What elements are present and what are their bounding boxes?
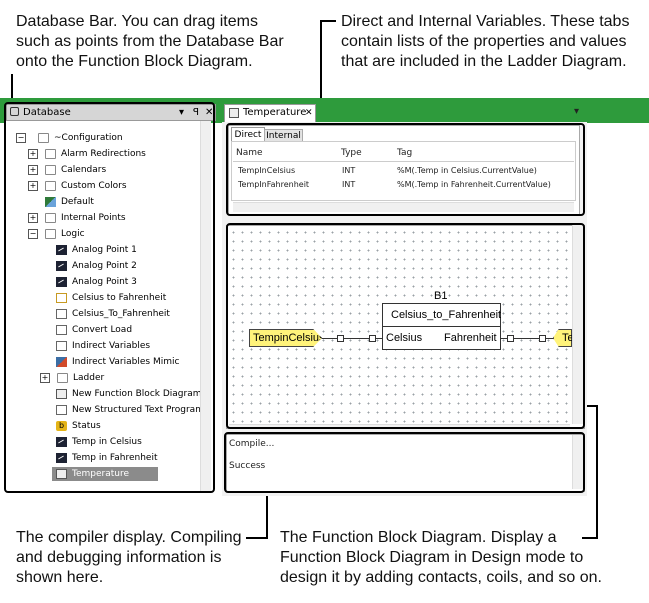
callout-fbd: The Function Block Diagram. Display a Fu… bbox=[280, 529, 602, 586]
cell-tag: %M(.Temp in Fahrenheit.CurrentValue) bbox=[397, 180, 551, 189]
status-icon: b bbox=[56, 421, 67, 431]
tab-internal[interactable]: Internal bbox=[264, 129, 303, 142]
folder-icon bbox=[45, 181, 56, 191]
fbd-icon bbox=[56, 469, 67, 479]
tab-temperature-label: Temperature bbox=[243, 107, 307, 118]
input-variable-tag[interactable]: TempinCelsius bbox=[249, 329, 322, 347]
tree-item-temperature[interactable]: Temperature bbox=[52, 467, 158, 481]
function-block[interactable] bbox=[382, 303, 501, 350]
close-icon[interactable]: ✕ bbox=[205, 107, 214, 118]
point-icon bbox=[56, 453, 67, 463]
leader-compiler-v bbox=[266, 492, 268, 539]
point-icon bbox=[56, 245, 67, 255]
block-id: B1 bbox=[434, 290, 448, 302]
compile-line: Compile... bbox=[229, 439, 275, 449]
connector-pin[interactable] bbox=[369, 335, 376, 342]
collapse-icon[interactable]: − bbox=[28, 229, 38, 239]
cell-type: INT bbox=[342, 166, 356, 175]
compile-result: Success bbox=[229, 461, 266, 471]
variables-hscrollbar[interactable] bbox=[233, 202, 574, 212]
expand-icon[interactable]: + bbox=[40, 373, 50, 383]
grid-header-divider bbox=[233, 161, 574, 162]
column-tag[interactable]: Tag bbox=[397, 148, 413, 158]
doc-icon bbox=[56, 405, 67, 415]
fbd-icon bbox=[229, 108, 239, 118]
point-icon bbox=[56, 277, 67, 287]
callout-compiler: The compiler display. Compiling and debu… bbox=[16, 529, 242, 586]
leader-fbd-top bbox=[586, 405, 598, 407]
tab-direct[interactable]: Direct bbox=[231, 127, 265, 142]
compiler-output-panel[interactable] bbox=[226, 434, 585, 492]
cell-name[interactable]: TempInCelsius bbox=[238, 166, 296, 175]
folder-icon bbox=[57, 373, 68, 383]
expand-icon[interactable]: + bbox=[28, 165, 38, 175]
block-input-port: Celsius bbox=[386, 332, 423, 344]
point-icon bbox=[56, 261, 67, 271]
overflow-icon[interactable]: ▾ bbox=[574, 106, 580, 117]
diagram-vscrollbar[interactable] bbox=[572, 224, 583, 424]
expand-icon[interactable]: + bbox=[28, 149, 38, 159]
connector-pin[interactable] bbox=[539, 335, 546, 342]
doc-icon bbox=[56, 325, 67, 335]
database-icon bbox=[10, 107, 19, 116]
compiler-scrollbar[interactable] bbox=[572, 435, 583, 489]
collapse-icon[interactable]: − bbox=[16, 133, 26, 143]
cell-tag: %M(.Temp in Celsius.CurrentValue) bbox=[397, 166, 537, 175]
expand-icon[interactable]: + bbox=[28, 213, 38, 223]
point-icon bbox=[56, 437, 67, 447]
expand-icon[interactable]: + bbox=[28, 181, 38, 191]
column-type[interactable]: Type bbox=[341, 148, 362, 158]
tab-temperature[interactable]: Temperature ✕ bbox=[224, 104, 316, 122]
output-variable-tag[interactable]: Te bbox=[553, 329, 572, 347]
connector-pin[interactable] bbox=[507, 335, 514, 342]
doc-icon bbox=[56, 309, 67, 319]
callout-variables: Direct and Internal Variables. These tab… bbox=[341, 13, 630, 70]
diagram-hscrollbar[interactable] bbox=[229, 424, 570, 434]
cell-type: INT bbox=[342, 180, 356, 189]
database-tree[interactable]: − ~Configuration + Alarm Redirections + … bbox=[6, 121, 204, 491]
folder-icon bbox=[45, 213, 56, 223]
default-icon bbox=[45, 197, 56, 207]
callout-database-bar: Database Bar. You can drag items such as… bbox=[16, 13, 284, 70]
pin-icon[interactable]: ꟼ bbox=[193, 107, 200, 118]
leader-fbd-v bbox=[596, 405, 598, 539]
database-panel-header[interactable]: Database ▾ ꟼ ✕ bbox=[6, 104, 216, 121]
column-name[interactable]: Name bbox=[236, 148, 263, 158]
leader-fbd-h bbox=[582, 537, 598, 539]
ladder-doc-icon bbox=[56, 293, 67, 303]
folder-icon bbox=[45, 165, 56, 175]
close-icon[interactable]: ✕ bbox=[305, 108, 313, 118]
folder-icon bbox=[45, 229, 56, 239]
database-scrollbar[interactable] bbox=[200, 121, 211, 491]
leader-variables-h bbox=[320, 20, 336, 22]
block-title-divider bbox=[383, 326, 500, 327]
leader-database bbox=[11, 74, 13, 104]
fbd-icon bbox=[56, 389, 67, 399]
block-name: Celsius_to_Fahrenheit bbox=[391, 309, 502, 321]
wire bbox=[322, 338, 382, 339]
leader-variables-v bbox=[320, 20, 322, 124]
database-panel-title: Database bbox=[23, 107, 71, 118]
cell-name[interactable]: TempInFahrenheit bbox=[238, 180, 310, 189]
doc-icon bbox=[56, 341, 67, 351]
wire bbox=[501, 338, 555, 339]
block-output-port: Fahrenheit bbox=[444, 332, 497, 344]
dropdown-icon[interactable]: ▾ bbox=[179, 107, 185, 118]
leader-compiler-h bbox=[246, 537, 268, 539]
mimic-icon bbox=[56, 357, 67, 367]
folder-icon bbox=[38, 133, 49, 143]
folder-icon bbox=[45, 149, 56, 159]
connector-pin[interactable] bbox=[337, 335, 344, 342]
variables-grid bbox=[231, 141, 576, 201]
